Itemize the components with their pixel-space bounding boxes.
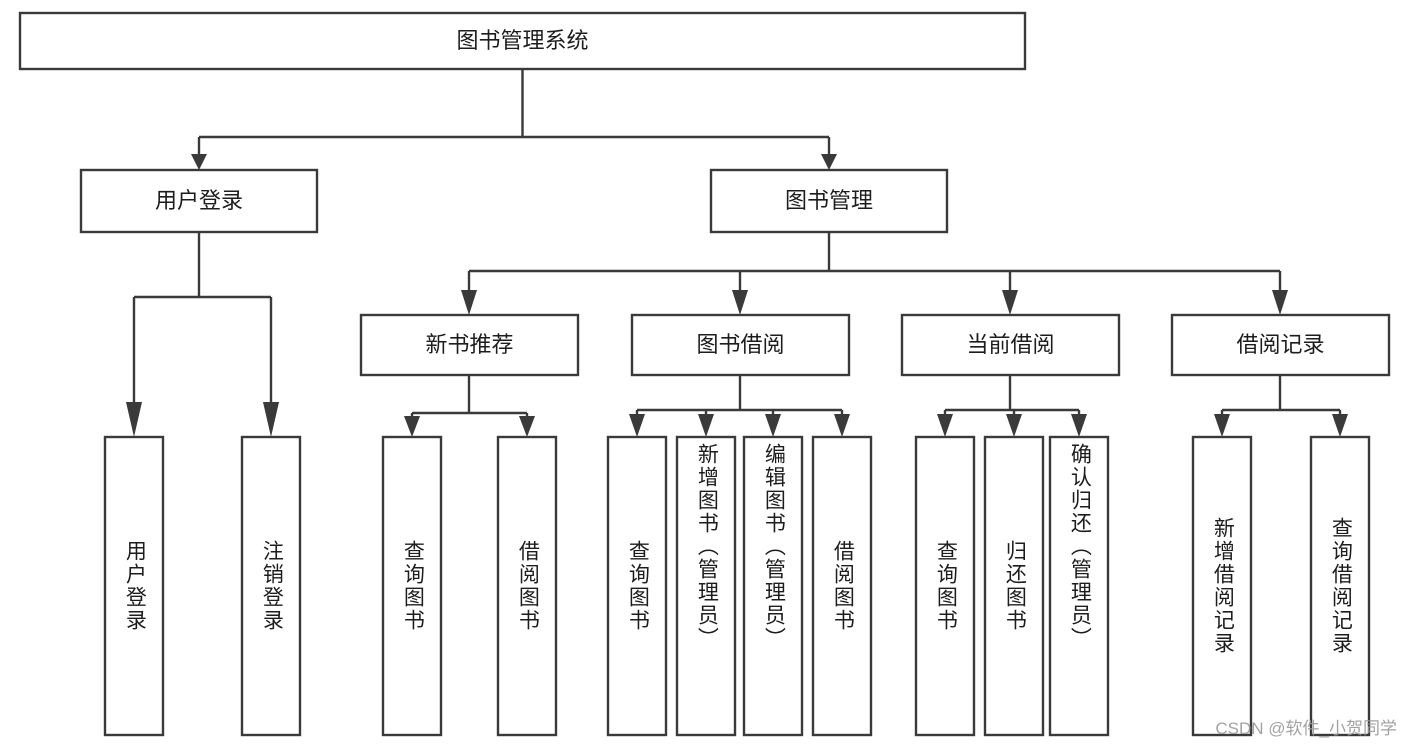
arrowhead-leaf-bookborrow-3 <box>765 414 781 437</box>
leaf-box-user-login-1[interactable] <box>103 435 165 737</box>
leaf-box-current-borrow-1[interactable] <box>914 435 976 737</box>
node-book-borrow-label: 图书借阅 <box>696 332 784 357</box>
leaf-box-book-borrow-2[interactable] <box>675 435 737 737</box>
leaf-box-borrow-record-1[interactable] <box>1191 435 1253 737</box>
arrowhead-leaf-newbook-1 <box>404 416 420 437</box>
arrowhead-leaf-bookborrow-2 <box>698 414 714 437</box>
arrowhead-leaf-user-login-2 <box>263 402 279 437</box>
arrowhead-currentborrow <box>1002 290 1018 315</box>
leaf-box-borrow-record-2[interactable] <box>1309 435 1371 737</box>
node-user-login[interactable]: 用户登录 <box>79 168 319 234</box>
arrowhead-bookmgmt <box>821 154 837 170</box>
node-current-borrow-label: 当前借阅 <box>966 332 1054 357</box>
leaf-box-current-borrow-3[interactable] <box>1048 435 1110 737</box>
node-current-borrow[interactable]: 当前借阅 <box>900 313 1121 377</box>
arrowhead-leaf-currentborrow-2 <box>1006 414 1022 437</box>
node-book-borrow-box[interactable] <box>630 313 851 377</box>
node-borrow-record[interactable]: 借阅记录 <box>1170 313 1391 377</box>
node-new-book-recommend-label: 新书推荐 <box>425 332 513 357</box>
node-current-borrow-box[interactable] <box>900 313 1121 377</box>
node-user-login-label: 用户登录 <box>155 188 243 213</box>
arrowhead-leaf-bookborrow-1 <box>629 414 645 437</box>
arrowhead-leaf-borrowrecord-2 <box>1332 414 1348 437</box>
arrowhead-leaf-currentborrow-3 <box>1071 414 1087 437</box>
leaf-box-book-borrow-1[interactable] <box>606 435 668 737</box>
leaf-box-book-borrow-3[interactable] <box>742 435 804 737</box>
arrowhead-leaf-newbook-2 <box>519 416 535 437</box>
leaf-box-new-book-2[interactable] <box>496 435 558 737</box>
leaf-box-new-book-1[interactable] <box>381 435 443 737</box>
node-root-box[interactable] <box>18 11 1027 71</box>
arrowhead-leaf-currentborrow-1 <box>937 414 953 437</box>
arrowhead-newbook <box>461 290 477 315</box>
connector-group <box>126 69 1348 437</box>
node-book-management[interactable]: 图书管理 <box>709 168 949 234</box>
arrowhead-bookborrow <box>732 290 748 315</box>
node-new-book-recommend-box[interactable] <box>359 313 580 377</box>
node-root[interactable]: 图书管理系统 <box>18 11 1027 71</box>
arrowhead-borrowrecord <box>1272 290 1288 315</box>
node-new-book-recommend[interactable]: 新书推荐 <box>359 313 580 377</box>
node-book-borrow[interactable]: 图书借阅 <box>630 313 851 377</box>
node-borrow-record-label: 借阅记录 <box>1236 332 1324 357</box>
arrowhead-leaf-bookborrow-4 <box>834 414 850 437</box>
node-user-login-box[interactable] <box>79 168 319 234</box>
arrowhead-leaf-borrowrecord-1 <box>1214 414 1230 437</box>
node-book-management-label: 图书管理 <box>785 188 873 213</box>
leaf-box-book-borrow-4[interactable] <box>811 435 873 737</box>
node-borrow-record-box[interactable] <box>1170 313 1391 377</box>
node-root-label: 图书管理系统 <box>456 28 588 53</box>
leaf-box-current-borrow-2[interactable] <box>983 435 1045 737</box>
arrowhead-userlogin <box>191 154 207 170</box>
leaf-box-user-login-2[interactable] <box>240 435 302 737</box>
node-book-management-box[interactable] <box>709 168 949 234</box>
arrowhead-leaf-user-login-1 <box>126 402 142 437</box>
csdn-watermark: CSDN @软件_小贺同学 <box>1215 719 1397 738</box>
